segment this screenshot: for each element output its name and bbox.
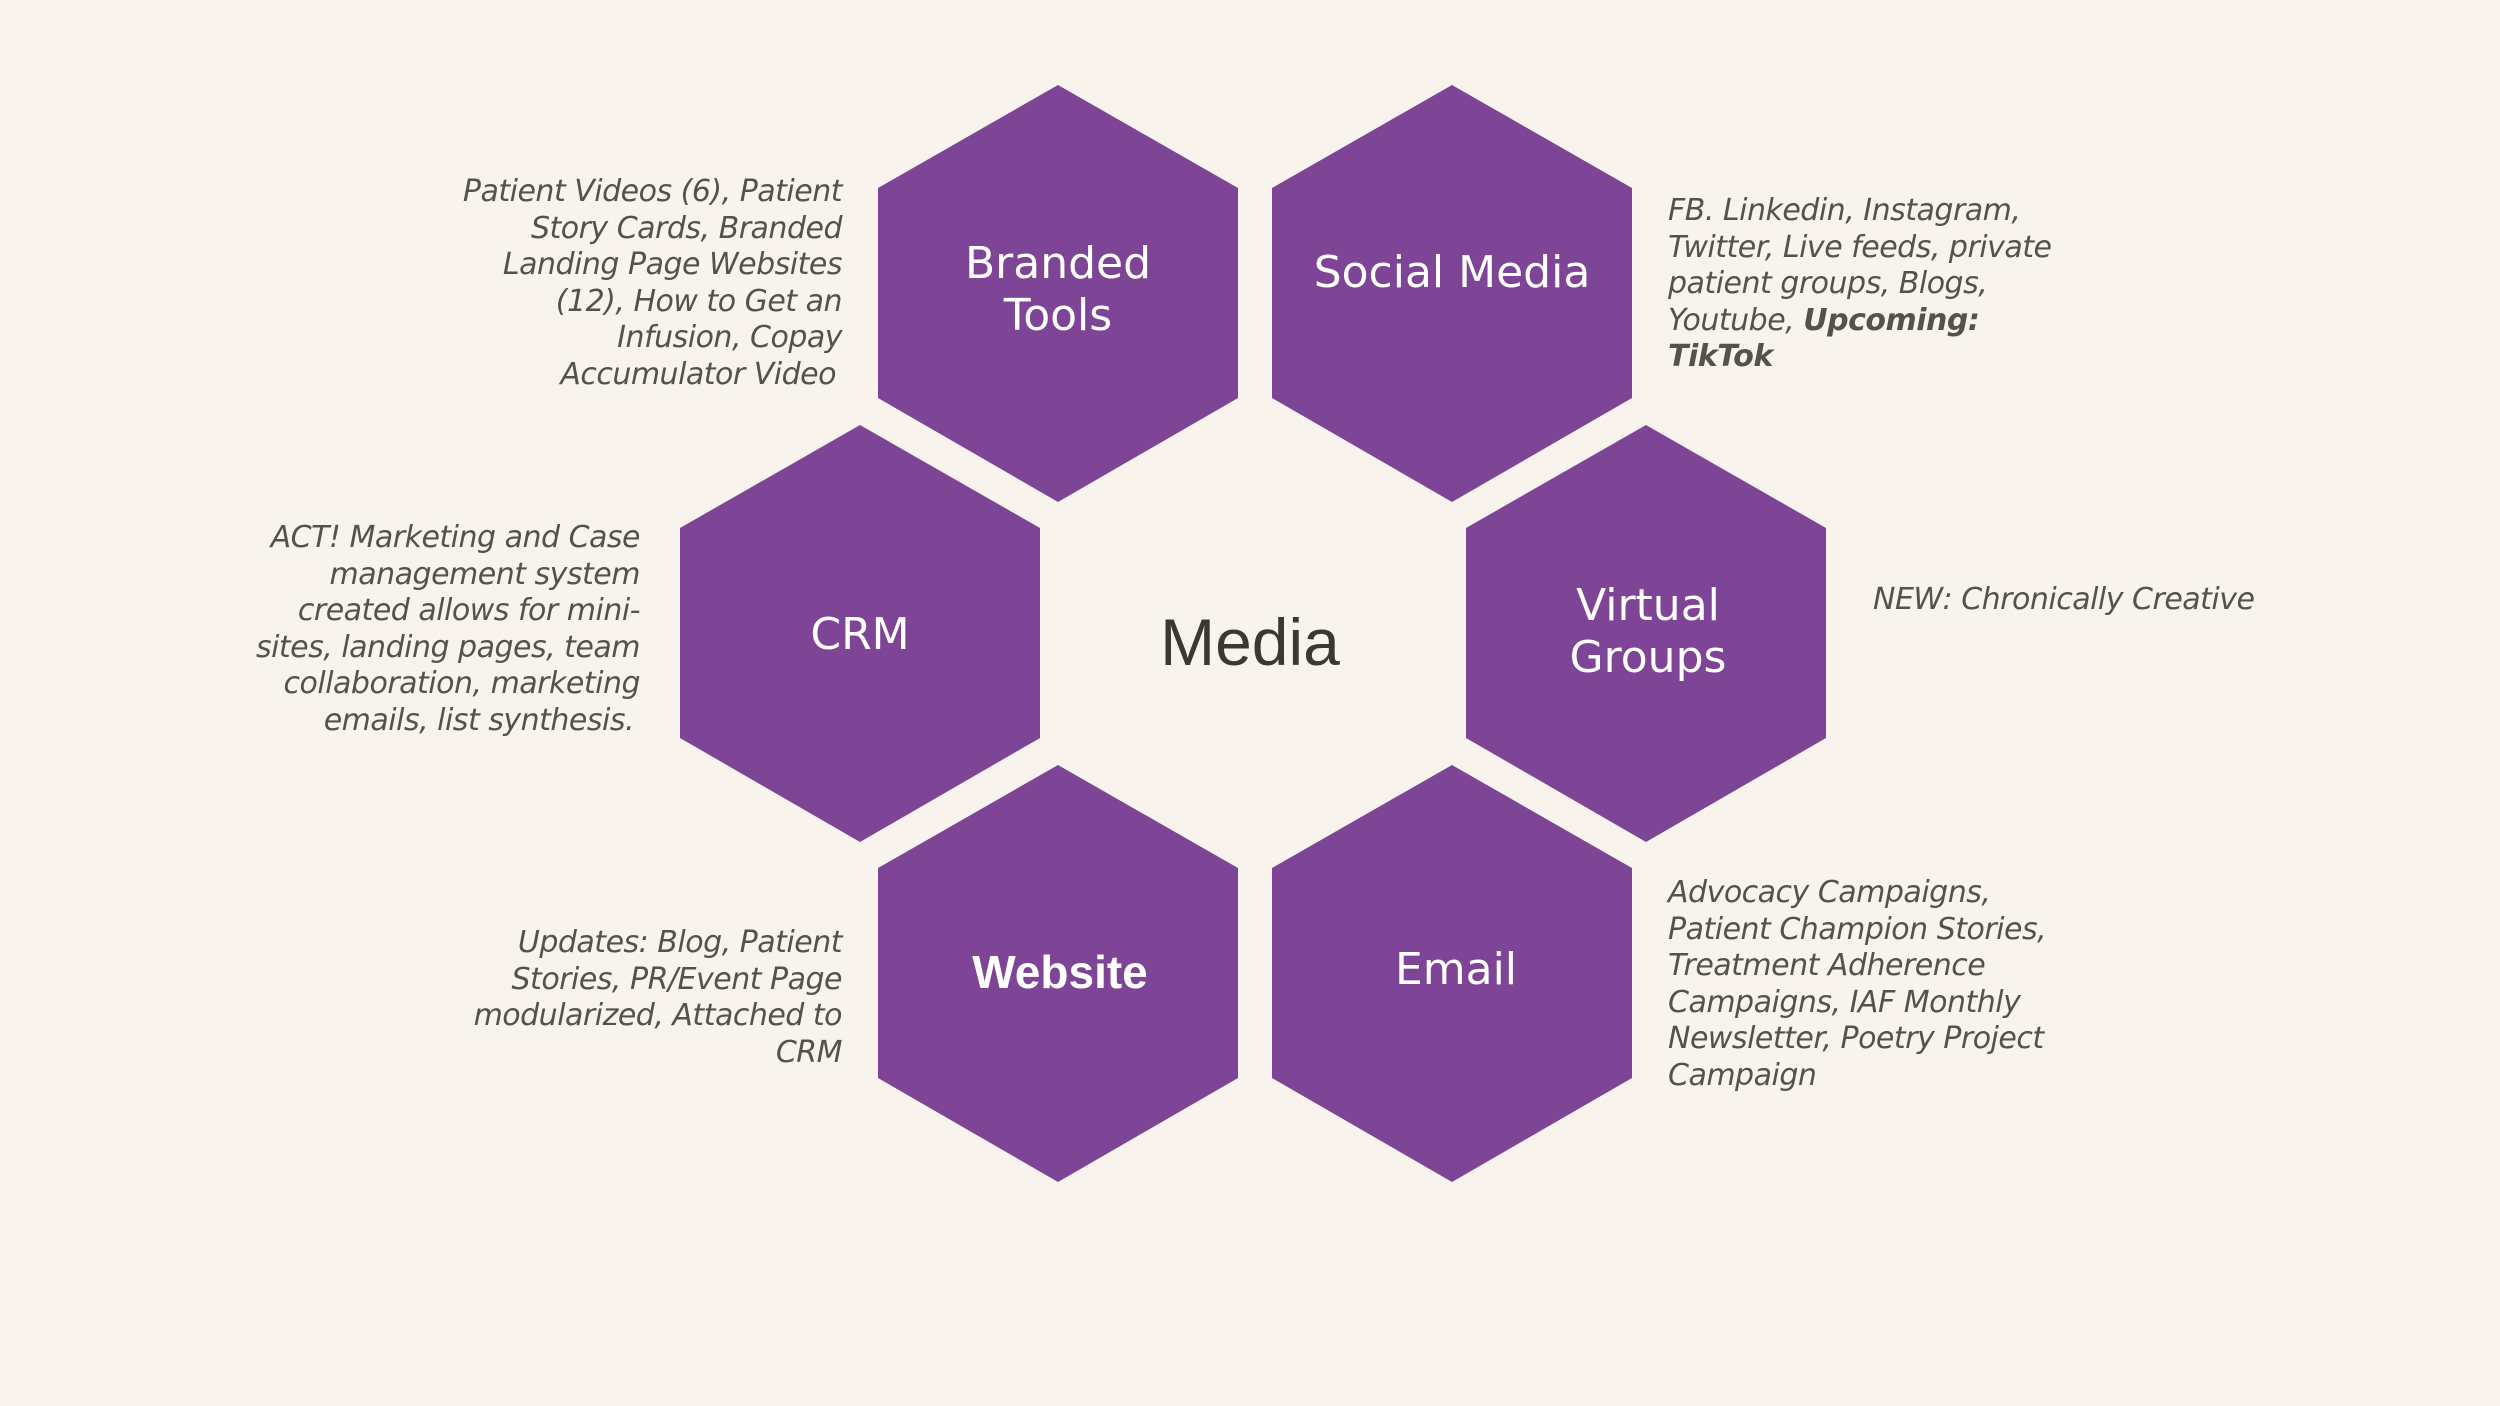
note-line: Stories, PR/Event Page (511, 961, 843, 997)
note-line: Twitter, Live feeds, private (1668, 229, 2052, 265)
note-text: Youtube, (1668, 302, 1804, 338)
branded-tools-label-line1: Branded (964, 238, 1152, 289)
hexagon-email[interactable] (1272, 765, 1632, 1182)
note-line: sites, landing pages, team (255, 629, 641, 665)
upcoming-label: Upcoming: (1803, 302, 1980, 338)
virtual-groups-label-line2: Groups (1569, 632, 1727, 683)
center-title: Media (1160, 605, 1340, 679)
note-line: Campaign (1668, 1057, 1817, 1093)
note-line: Story Cards, Branded (530, 210, 843, 246)
note-line: created allows for mini- (297, 593, 641, 628)
website-note: Updates: Blog, Patient Stories, PR/Event… (382, 925, 843, 1071)
note-line: Infusion, Copay (617, 320, 842, 355)
virtual-groups-label-line1: Virtual (1576, 580, 1720, 631)
hexagon-virtual-groups[interactable] (1466, 425, 1826, 842)
note-line: patient groups, Blogs, (1668, 266, 1988, 301)
branded-tools-label-line2: Tools (1003, 290, 1113, 341)
note-line: management system (329, 556, 641, 592)
social-media-label: Social Media (1313, 247, 1591, 298)
crm-note: ACT! Marketing and Case management syste… (180, 520, 641, 739)
email-note: Advocacy Campaigns, Patient Champion Sto… (1668, 875, 2128, 1094)
note-line: FB. Linkedin, Instagram, (1668, 193, 2021, 228)
note-line: Newsletter, Poetry Project (1668, 1021, 2044, 1056)
crm-label: CRM (810, 609, 910, 660)
branded-tools-label: Branded Tools (878, 238, 1238, 342)
email-label: Email (1394, 944, 1518, 995)
virtual-groups-label: Virtual Groups (1468, 580, 1828, 684)
tiktok-label: TikTok (1668, 339, 1773, 374)
virtual-groups-note: NEW: Chronically Creative (1873, 582, 2255, 617)
note-line: (12), How to Get an (555, 283, 843, 319)
hexagon-crm[interactable] (680, 425, 1040, 842)
note-line: Patient Champion Stories, (1668, 911, 2047, 947)
note-line: Updates: Blog, Patient (517, 925, 843, 960)
hexagon-social-media[interactable] (1272, 85, 1632, 502)
website-label: Website (972, 946, 1148, 998)
note-line: TikTok (1668, 339, 2128, 376)
note-line: collaboration, marketing (283, 666, 641, 701)
branded-tools-note: Patient Videos (6), Patient Story Cards,… (382, 174, 843, 393)
note-line: modularized, Attached to (473, 998, 843, 1033)
note-line: Youtube, Upcoming: (1668, 303, 2128, 340)
note-line: ACT! Marketing and Case (270, 520, 641, 555)
note-line: Accumulator Video (560, 356, 836, 392)
note-line: Campaigns, IAF Monthly (1668, 984, 2021, 1020)
social-media-note: FB. Linkedin, Instagram, Twitter, Live f… (1668, 193, 2128, 376)
note-line: Treatment Adherence (1668, 948, 1986, 983)
note-line: CRM (775, 1034, 843, 1070)
note-line: Advocacy Campaigns, (1668, 875, 1991, 910)
note-line: Patient Videos (6), Patient (462, 174, 843, 209)
hexagon-branded-tools[interactable] (878, 85, 1238, 502)
note-line: emails, list synthesis. (323, 702, 635, 738)
note-line: Landing Page Websites (502, 247, 843, 282)
hexagon-website[interactable] (878, 765, 1238, 1182)
